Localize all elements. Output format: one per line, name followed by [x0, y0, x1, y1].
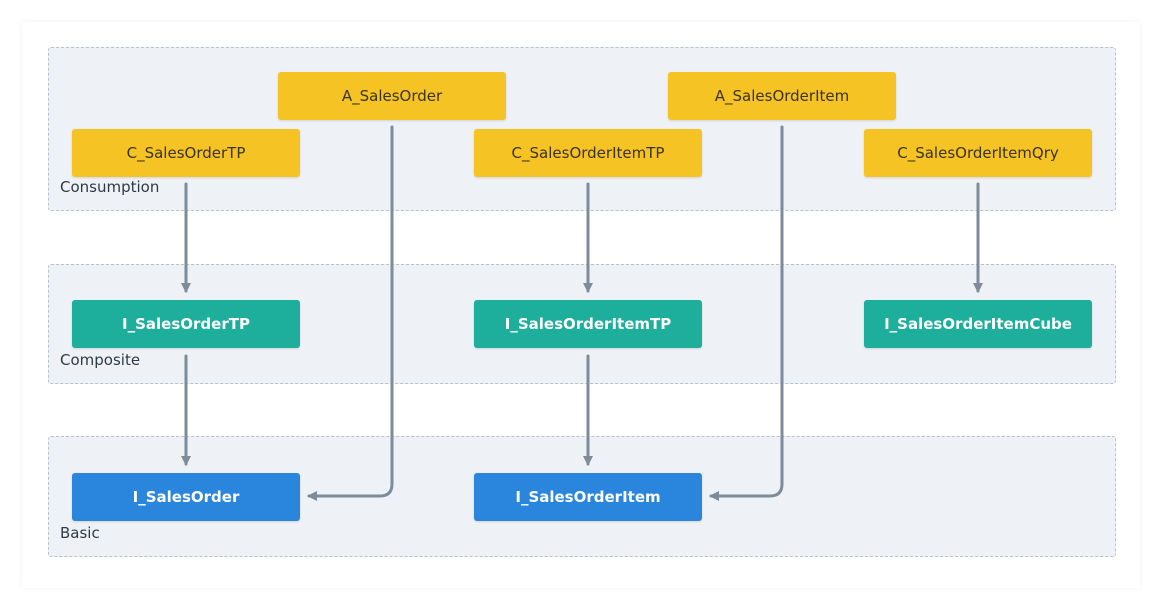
- node-a-salesorderitem[interactable]: A_SalesOrderItem: [668, 72, 896, 120]
- layer-label-composite: Composite: [60, 351, 141, 369]
- layer-label-basic: Basic: [60, 524, 100, 542]
- edge-a-salesorderitem-to-i-salesorderitem: [709, 125, 784, 501]
- layer-label-consumption: Consumption: [60, 178, 160, 196]
- node-c-salesordertp[interactable]: C_SalesOrderTP: [72, 129, 300, 177]
- node-a-salesorder[interactable]: A_SalesOrder: [278, 72, 506, 120]
- node-i-salesorderitemcube[interactable]: I_SalesOrderItemCube: [864, 300, 1092, 348]
- node-i-salesorderitemtp[interactable]: I_SalesOrderItemTP: [474, 300, 702, 348]
- node-c-salesorderitemtp[interactable]: C_SalesOrderItemTP: [474, 129, 702, 177]
- edge-a-salesorder-to-i-salesorder: [307, 125, 394, 501]
- node-c-salesorderitemqry[interactable]: C_SalesOrderItemQry: [864, 129, 1092, 177]
- node-i-salesorderitem[interactable]: I_SalesOrderItem: [474, 473, 702, 521]
- node-i-salesorder[interactable]: I_SalesOrder: [72, 473, 300, 521]
- node-i-salesordertp[interactable]: I_SalesOrderTP: [72, 300, 300, 348]
